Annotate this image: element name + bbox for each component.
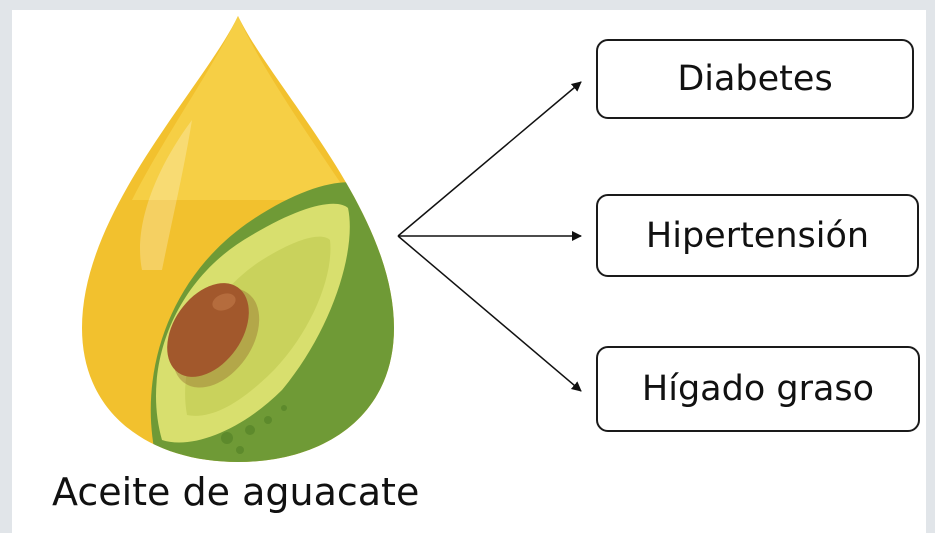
- diagram-graphics: [82, 16, 582, 462]
- condition-label: Hipertensión: [645, 215, 870, 256]
- condition-label: Hígado graso: [641, 369, 875, 409]
- arrow-to-diabetes: [397, 81, 582, 237]
- avocado-oil-drop-icon: [82, 16, 394, 462]
- condition-label: Diabetes: [677, 59, 833, 99]
- condition-box-diabetes: Diabetes: [596, 39, 914, 119]
- avocado-seed-icon: [167, 283, 260, 388]
- caption-aceite-de-aguacate: Aceite de aguacate: [52, 470, 420, 514]
- arrow-to-higado-graso: [397, 235, 582, 392]
- connector-arrows: [397, 81, 582, 392]
- diagram-canvas: Diabetes Hipertensión Hígado graso Aceit…: [12, 10, 926, 533]
- condition-box-higado-graso: Hígado graso: [596, 346, 920, 432]
- condition-box-hipertension: Hipertensión: [596, 194, 919, 277]
